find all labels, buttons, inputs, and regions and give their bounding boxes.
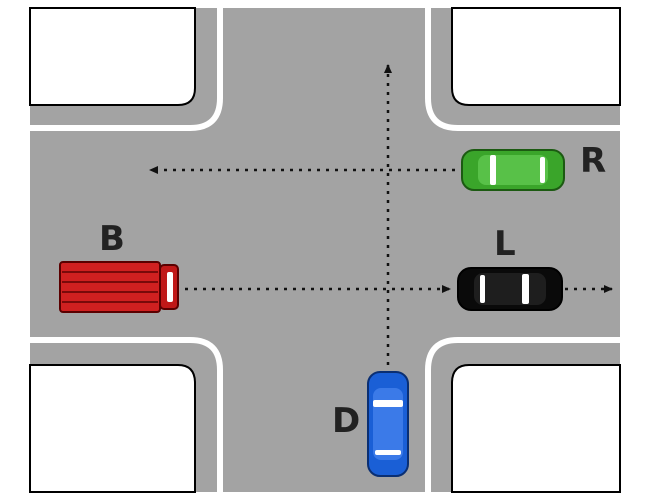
corner-top-right xyxy=(451,7,621,106)
curb-bottom-left xyxy=(30,337,223,492)
label-d: D xyxy=(332,401,360,441)
curb-top-left xyxy=(30,8,223,131)
vehicle-r-car xyxy=(461,149,565,191)
vehicle-b-truck xyxy=(59,261,179,313)
vehicle-l-car xyxy=(457,267,563,311)
vehicle-d-car xyxy=(367,371,409,477)
curb-bottom-right xyxy=(425,337,620,492)
corner-top-left xyxy=(29,7,196,106)
label-b: B xyxy=(99,219,125,259)
corner-bottom-right xyxy=(451,364,621,493)
corner-bottom-left xyxy=(29,364,196,493)
label-r: R xyxy=(580,141,606,181)
label-l: L xyxy=(494,224,516,264)
curb-top-right xyxy=(425,8,620,131)
